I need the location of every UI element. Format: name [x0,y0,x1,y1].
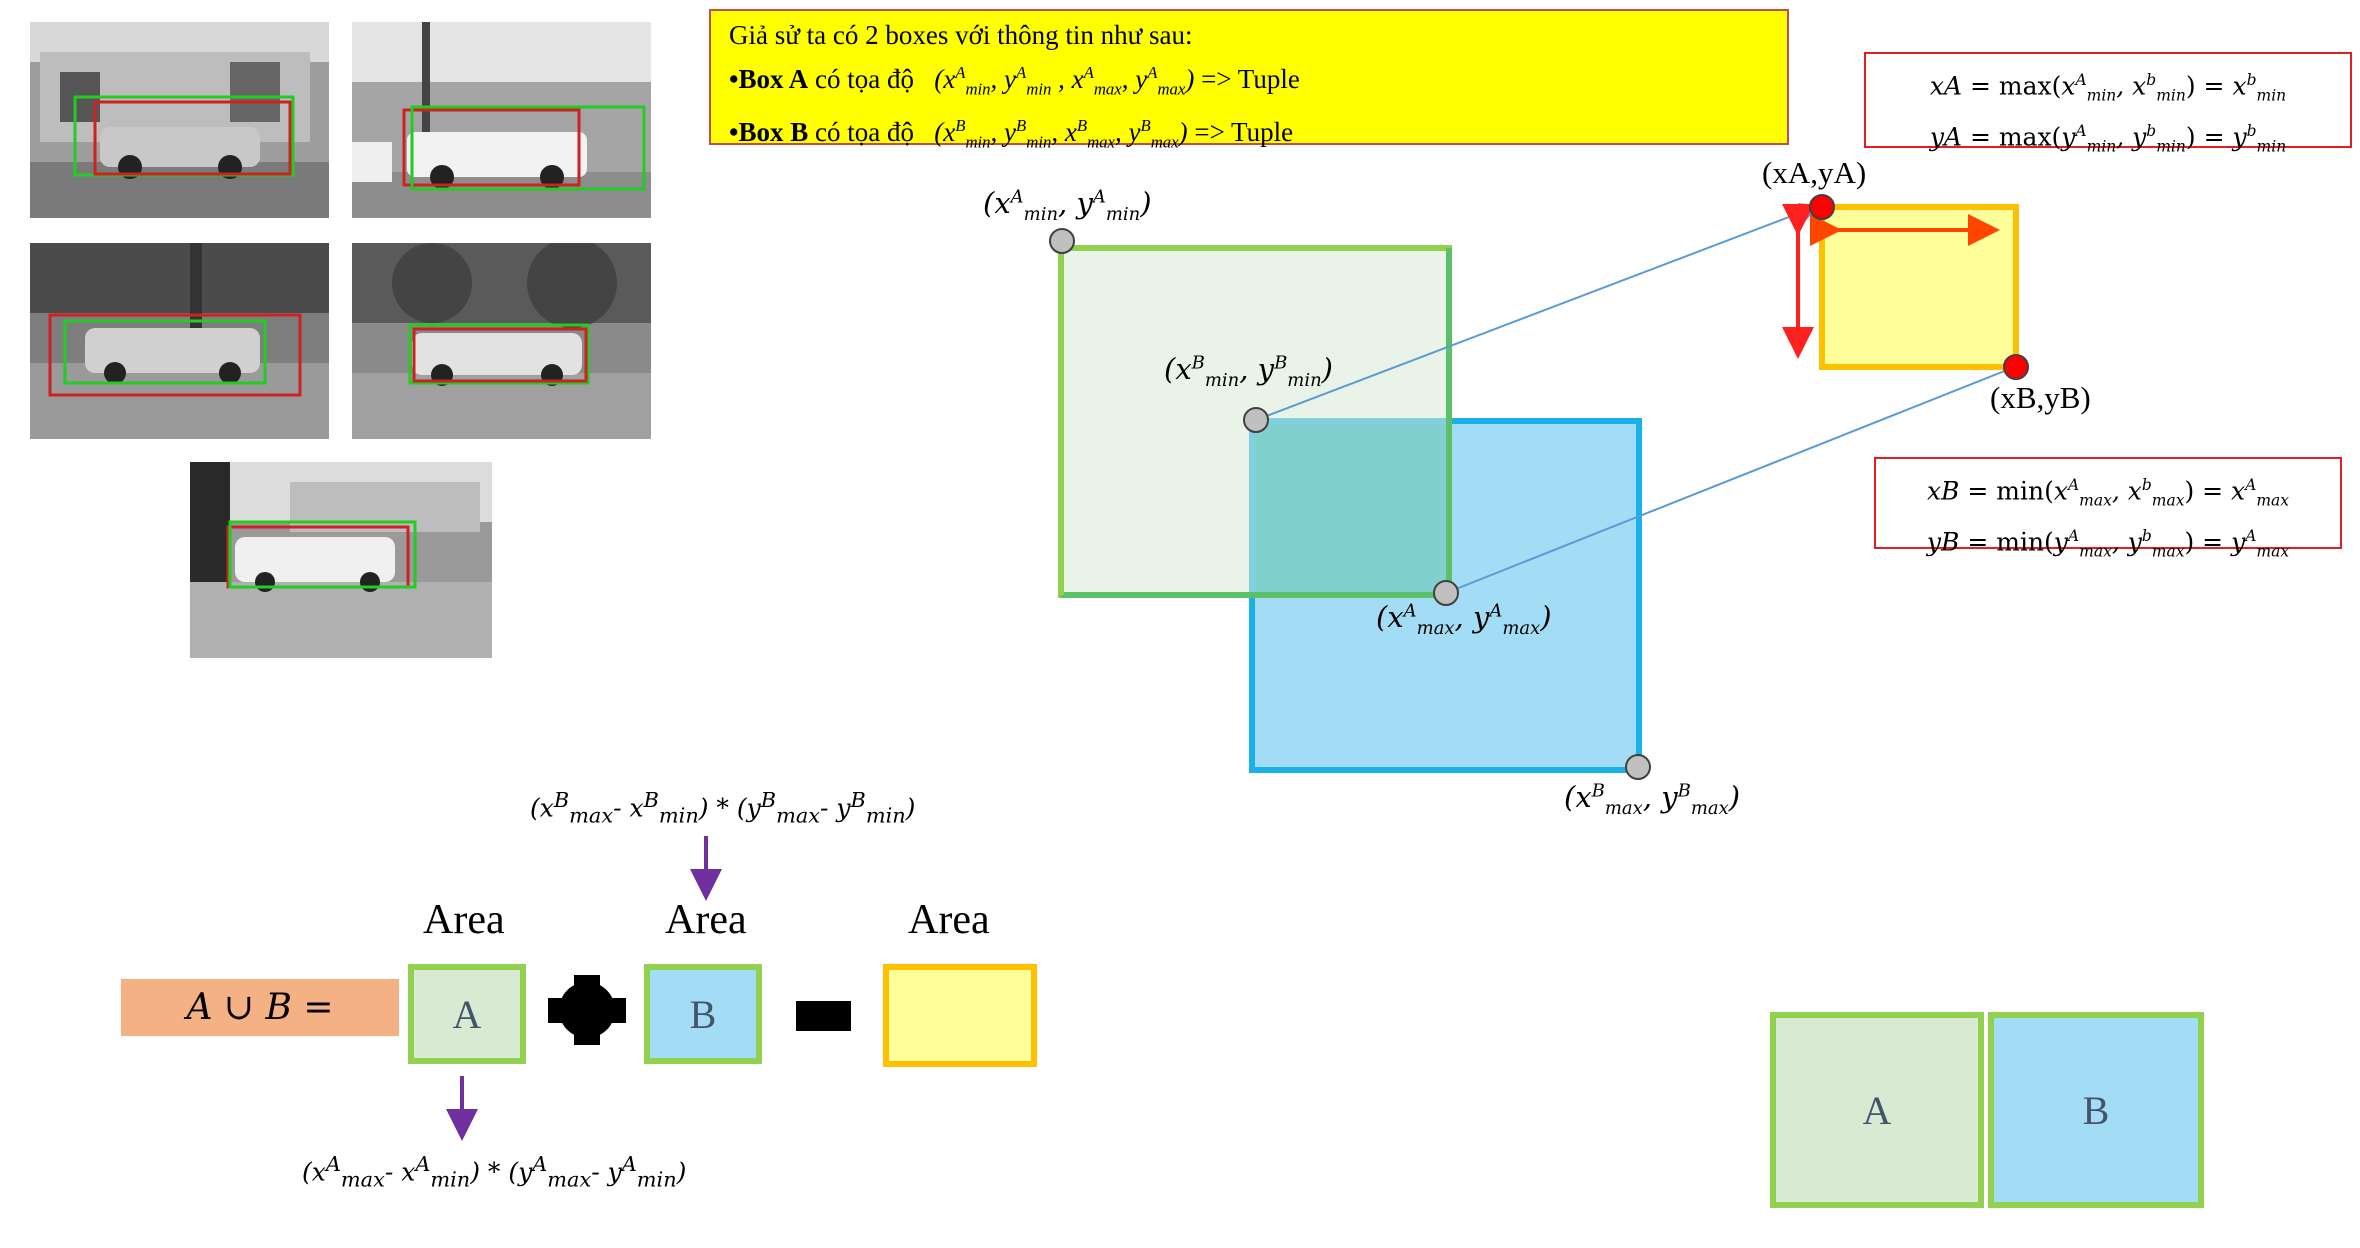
car-photo-1 [30,22,329,218]
label-b-min: (xBmin, yBmin) [1164,352,1333,391]
note-line-box-b: •Box B có tọa độ (xBmin, yBmin, xBmax, y… [729,116,1294,152]
union-square-a: A [1770,1012,1984,1208]
area-square-intersection [883,964,1037,1067]
point-b-min [1243,407,1269,433]
formula-xb: xB = min(xAmax, xbmax) = xAmax [1926,476,2290,510]
car-photo-4 [352,243,651,439]
overlap-region [1255,424,1446,592]
car-photo-2 [352,22,651,218]
minus-sign [796,1001,851,1031]
connector-line-min [1255,203,1820,421]
calc-area-a: (xAmax- xAmin) * (yAmax- yAmin) [302,1152,687,1192]
plus-sign [548,975,626,1045]
note-line-1: Giả sử ta có 2 boxes với thông tin như s… [729,20,1193,50]
area-label-b: Area [665,897,747,943]
label-a-min: (xAmin, yAmin) [983,186,1152,225]
union-square-b: B [1988,1012,2204,1208]
note-line-box-a: •Box A có tọa độ (xAmin, yAmin , xAmax, … [729,63,1300,99]
point-a-max [1433,580,1459,606]
label-b-max: (xBmax, yBmax) [1564,780,1741,819]
area-label-intersection: Area [908,897,990,943]
car-photo-5 [190,462,492,658]
point-b-max [1625,754,1651,780]
label-xb-yb: (xB,yB) [1990,380,2091,415]
label-a-max: (xAmax, yAmax) [1376,600,1552,639]
formula-ya: yA = max(yAmin, ybmin) = ybmin [1929,122,2287,156]
car-photo-3 [30,243,329,439]
formula-box-bottom: xB = min(xAmax, xbmax) = xAmax yB = min(… [1874,457,2342,561]
assumption-note: Giả sử ta có 2 boxes với thông tin như s… [709,9,1789,152]
point-xb-yb [2003,354,2029,380]
label-xa-ya: (xA,yA) [1762,155,1867,190]
formula-xa: xA = max(xAmin, xbmin) = xbmin [1929,71,2287,105]
calc-area-b: (xBmax- xBmin) * (yBmax- yBmin) [530,788,916,828]
connector-line-max [1445,367,2013,594]
area-label-a: Area [423,897,505,943]
area-square-a: A [408,964,526,1064]
formula-yb: yB = min(yAmax, ybmax) = yAmax [1926,527,2290,561]
union-label: A ∪ B = [121,979,399,1036]
point-xa-ya [1809,194,1835,220]
area-square-b: B [644,964,762,1064]
point-a-min [1049,228,1075,254]
formula-box-top: xA = max(xAmin, xbmin) = xbmin yA = max(… [1864,52,2352,156]
